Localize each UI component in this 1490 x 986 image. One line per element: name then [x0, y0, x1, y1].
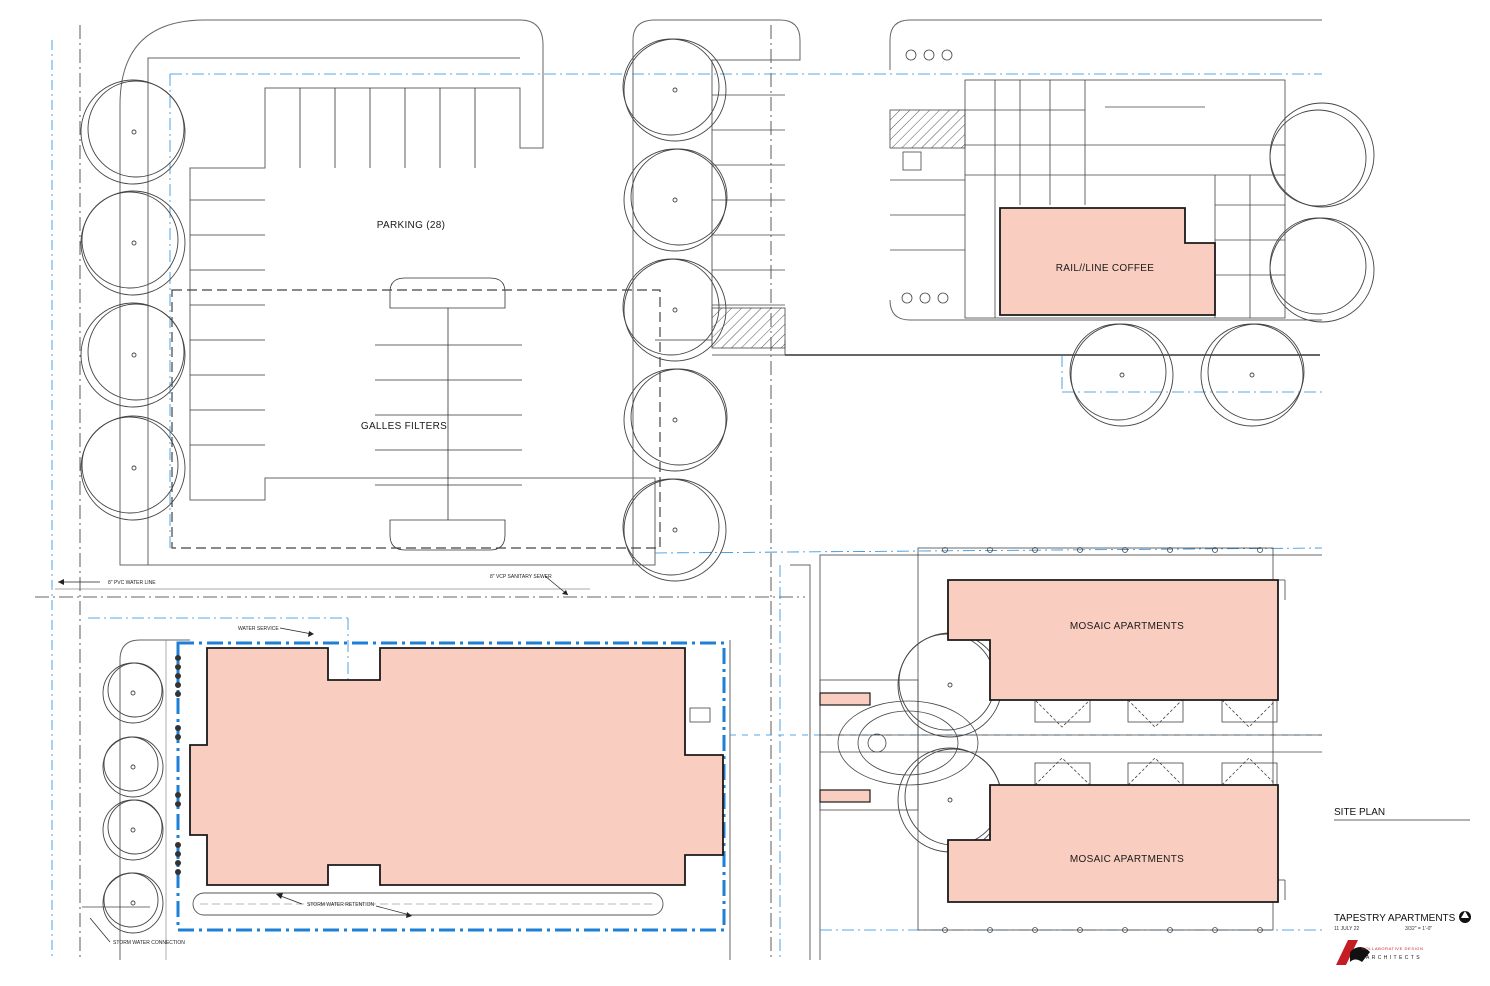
storm-retention-basin	[192, 892, 664, 916]
mosaic-north-label: MOSAIC APARTMENTS	[1070, 621, 1184, 632]
tapestry-building	[189, 647, 724, 886]
firm-logo-icon	[1336, 940, 1370, 965]
parking-lot	[190, 88, 522, 551]
utility-notes: 8" PVC WATER LINE 8" VCP SANITARY SEWER …	[58, 574, 569, 946]
tree-icon	[80, 302, 186, 408]
tree-icon	[622, 258, 727, 362]
tree-icon	[897, 747, 1003, 853]
property-line	[176, 641, 726, 932]
mosaic-south-building	[947, 784, 1279, 903]
coffee-building	[999, 207, 1216, 316]
parking-label: PARKING (28)	[377, 220, 445, 231]
sheet-date: 11 JULY 22	[1334, 926, 1360, 932]
coffee-site	[711, 49, 1286, 349]
tree-icon	[80, 415, 186, 521]
tree-icon	[80, 190, 186, 296]
title-block: SITE PLAN TAPESTRY APARTMENTS 11 JULY 22…	[1334, 807, 1471, 965]
storm-connection-note: STORM WATER CONNECTION	[113, 940, 185, 946]
shrubs	[175, 655, 181, 875]
tree-icon	[622, 38, 727, 142]
tree-icon	[1269, 102, 1375, 208]
firm-name-line2: ARCHITECTS	[1366, 955, 1422, 961]
tree-icon	[80, 79, 186, 185]
tree-icon	[1069, 323, 1174, 427]
tree-icon	[1269, 217, 1375, 323]
storm-retention-note: STORM WATER RETENTION	[307, 902, 375, 908]
tree-icon	[102, 736, 164, 798]
tree-icon	[897, 632, 1003, 738]
galles-filters-footprint	[171, 289, 661, 549]
sheet-scale: 3/32" = 1'-0"	[1405, 926, 1432, 932]
firm-name-line1: COLLABORATIVE DESIGN	[1362, 946, 1424, 951]
tree-icon	[623, 368, 728, 472]
tree-icon	[102, 872, 164, 934]
coffee-label: RAIL//LINE COFFEE	[1056, 263, 1154, 274]
sanitary-sewer-note: 8" VCP SANITARY SEWER	[490, 574, 552, 580]
tree-icon	[1200, 323, 1305, 427]
north-arrow-icon	[1459, 911, 1471, 923]
mosaic-south-label: MOSAIC APARTMENTS	[1070, 854, 1184, 865]
tree-icon	[622, 478, 727, 582]
galles-filters-label: GALLES FILTERS	[361, 421, 447, 432]
tree-icon	[102, 799, 164, 861]
mosaic-north-building	[947, 579, 1279, 701]
project-name: TAPESTRY APARTMENTS	[1334, 913, 1456, 924]
sheet-title: SITE PLAN	[1334, 807, 1385, 818]
water-service-note: WATER SERVICE	[238, 626, 279, 632]
tree-icon	[102, 662, 164, 724]
street-linework	[35, 19, 1322, 960]
street-trees	[80, 38, 1375, 934]
water-line-note: 8" PVC WATER LINE	[108, 580, 156, 586]
